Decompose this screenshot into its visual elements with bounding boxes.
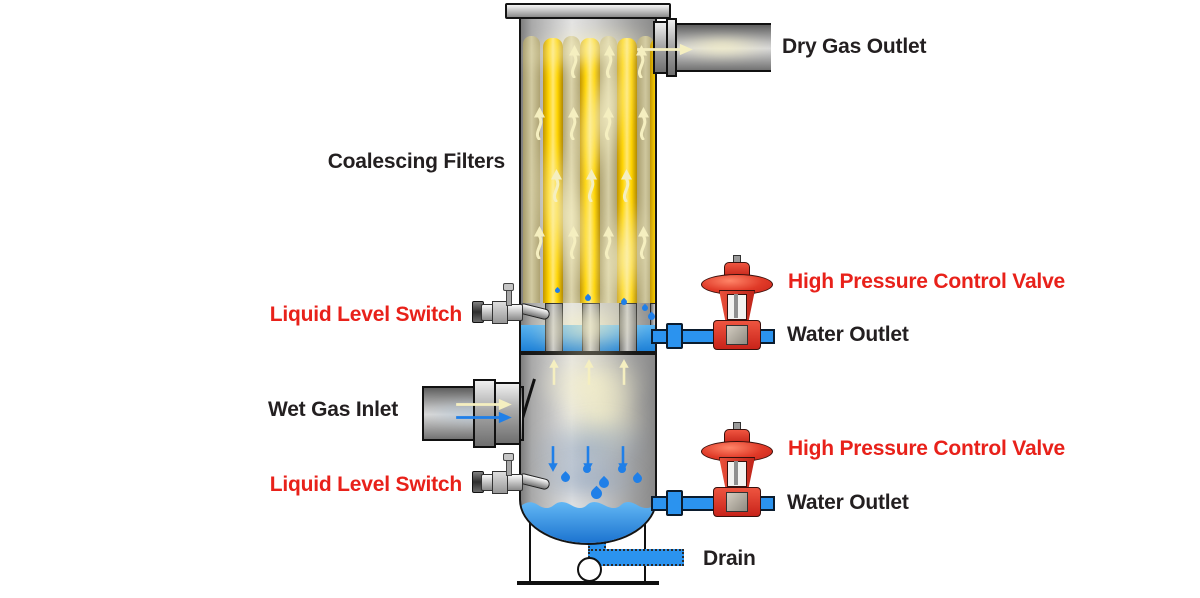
water-down-arrow-icon xyxy=(547,446,559,472)
label-water-outlet-upper: Water Outlet xyxy=(787,323,909,346)
gas-flow-curved-arrow-icon xyxy=(531,106,547,140)
label-water-outlet-lower: Water Outlet xyxy=(787,491,909,514)
gas-flow-curved-arrow-icon xyxy=(618,168,634,202)
control-valve-core-upper xyxy=(726,325,748,345)
gas-flow-curved-arrow-icon xyxy=(565,106,581,140)
vessel-body xyxy=(519,16,657,545)
level-switch-block-lower xyxy=(492,471,508,494)
gas-flow-curved-arrow-icon xyxy=(548,168,564,202)
control-valve-inner-stem-lower xyxy=(734,461,738,485)
label-drain: Drain xyxy=(703,547,756,570)
gas-flow-curved-arrow-icon xyxy=(635,106,651,140)
drain-valve-icon xyxy=(577,557,602,582)
label-liquid-level-switch-upper: Liquid Level Switch xyxy=(269,303,462,326)
label-dry-gas-outlet: Dry Gas Outlet xyxy=(782,35,927,58)
dry-gas-outlet-pipe xyxy=(675,23,771,72)
gas-flow-curved-arrow-icon xyxy=(566,44,582,78)
level-switch-tip-upper xyxy=(503,283,514,291)
dry-gas-stream xyxy=(677,34,771,60)
control-valve-inner-stem-upper xyxy=(734,294,738,318)
wet-gas-flow-arrow-icon xyxy=(456,398,512,411)
dry-gas-flow-arrow-icon xyxy=(636,43,694,56)
gas-flow-curved-arrow-icon xyxy=(635,225,651,259)
coalescing-filter-tube xyxy=(650,38,655,303)
gas-flow-up-arrow-icon xyxy=(583,358,595,386)
gas-flow-curved-arrow-icon xyxy=(600,106,616,140)
gas-flow-up-arrow-icon xyxy=(618,358,630,386)
gas-flow-up-arrow-icon xyxy=(548,358,560,386)
label-coalescing-filters: Coalescing Filters xyxy=(327,150,505,173)
gas-flow-curved-arrow-icon xyxy=(531,225,547,259)
vessel-top-flange xyxy=(505,3,671,19)
gas-flow-curved-arrow-icon xyxy=(601,44,617,78)
wet-liquid-flow-arrow-icon xyxy=(456,411,512,424)
vessel-stand-base xyxy=(517,581,659,585)
gas-flow-curved-arrow-icon xyxy=(600,225,616,259)
level-switch-block-upper xyxy=(492,301,508,324)
label-high-pressure-control-valve-upper: High Pressure Control Valve xyxy=(788,270,1066,293)
wet-gas-inlet-flange xyxy=(473,379,496,448)
drain-pipe-horizontal xyxy=(588,549,684,566)
label-liquid-level-switch-lower: Liquid Level Switch xyxy=(269,473,462,496)
water-pool xyxy=(521,502,655,543)
gas-flow-curved-arrow-icon xyxy=(565,225,581,259)
control-valve-core-lower xyxy=(726,492,748,512)
level-switch-tip-lower xyxy=(503,453,514,461)
label-wet-gas-inlet: Wet Gas Inlet xyxy=(267,398,398,421)
gas-flow-curved-arrow-icon xyxy=(583,168,599,202)
label-high-pressure-control-valve-lower: High Pressure Control Valve xyxy=(788,437,1066,460)
